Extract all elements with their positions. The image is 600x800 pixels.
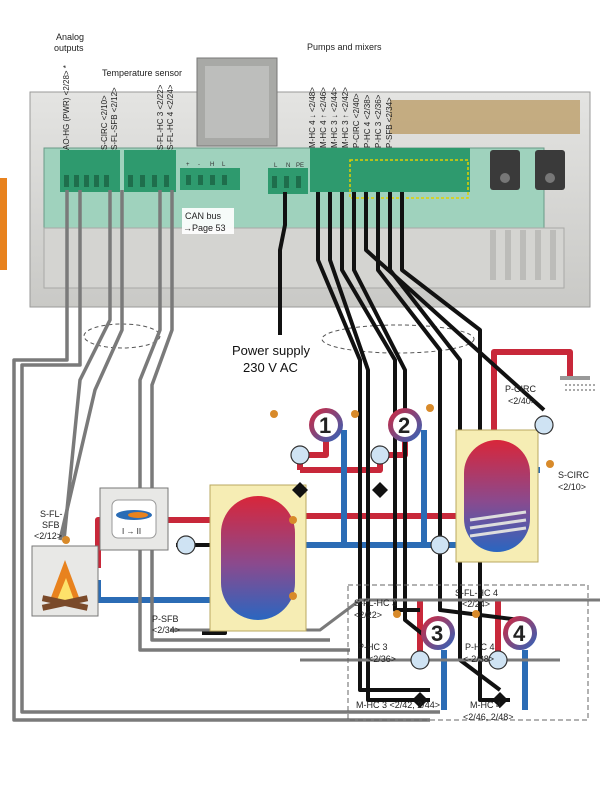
pump-terminal-label-3: M-HC 3 ↓ <2/44> <box>330 87 339 148</box>
p-hc3-terminal: <2/36> <box>368 654 396 664</box>
sensor-terminal-label-2: S-FL-SFB <2/12> <box>110 87 119 150</box>
can-terminal-h: H <box>210 162 214 168</box>
svg-text:1: 1 <box>319 413 331 438</box>
pump-circ-icon <box>534 415 554 435</box>
sensor-terminal-label-1: S-CIRC <2/10> <box>100 95 109 150</box>
p-sfb-label: P-SFB <box>152 614 179 624</box>
can-bus-label-box <box>182 208 234 234</box>
sensor-dots <box>62 404 554 618</box>
m-hc4-terminal: <2/46, 2/48> <box>463 712 514 722</box>
sensor-cable-bundle-marker <box>83 323 161 349</box>
power-terminal-l: L <box>274 163 278 169</box>
can-terminal-l: L <box>222 162 226 168</box>
connector-plug-2 <box>535 150 565 190</box>
can-bus-page-ref: →Page 53 <box>183 223 226 233</box>
dhw-storage-tank <box>455 429 539 563</box>
pump-circuit-2-icon <box>370 445 390 465</box>
pe-terminal-frame <box>349 159 469 199</box>
can-terminal-plus: + <box>186 162 190 168</box>
pumps-and-mixers-label: Pumps and mixers <box>307 42 382 52</box>
connector-plug-1 <box>490 150 520 190</box>
s-fl-sfb-label-2: SFB <box>42 520 60 530</box>
sensor-terminal-label-4: S-FL-HC 4 <2/24> <box>166 84 175 150</box>
p-hc4-label: P-HC 4 <box>465 642 495 652</box>
p-circ-terminal: <2/40> <box>508 396 536 406</box>
heating-circuit-3: 3 <box>421 616 455 650</box>
shower-head-icon <box>560 376 595 391</box>
m-hc3-label: M-HC 3 <2/42, 2/44> <box>356 700 440 710</box>
analog-outputs-label-2: outputs <box>54 43 84 53</box>
mixer-valves <box>292 482 508 708</box>
s-fl-hc3-terminal: <2/22> <box>354 610 382 620</box>
pump-terminal-label-2: M-HC 4 ↑ <2/46> <box>319 87 328 148</box>
sensor-cables-gray <box>12 190 440 722</box>
display-module-face <box>205 66 269 138</box>
p-sfb-terminal: <2/34> <box>152 625 180 635</box>
pump-hc4-icon <box>488 650 508 670</box>
p-hc4-terminal: <-2/38> <box>463 654 494 664</box>
heating-circuit-4: 4 <box>503 616 537 650</box>
s-circ-terminal: <2/10> <box>558 482 586 492</box>
s-fl-hc4-label: S-FL-HC 4 <box>455 588 498 598</box>
terminal-block-pumps <box>310 148 470 192</box>
svg-text:4: 4 <box>513 621 526 646</box>
controller-lower-panel <box>43 227 565 289</box>
power-terminal-n: N <box>286 163 290 169</box>
power-supply-voltage: 230 V AC <box>243 360 298 375</box>
analog-output-terminal-label: AO-HG (PWR) <2/28> * <box>62 65 71 150</box>
heating-circuit-2: 2 <box>388 408 422 442</box>
solid-fuel-boiler <box>31 545 99 617</box>
pump-terminal-label-1: M-HC 4 ↓ <2/48> <box>308 87 317 148</box>
pump-circuit-1-icon <box>290 445 310 465</box>
buffer-storage-tank <box>209 484 307 632</box>
page-edge-marker <box>0 178 7 270</box>
terminal-block-analog <box>60 150 120 192</box>
oil-gas-burner <box>99 487 169 551</box>
heating-circuit-1: 1 <box>309 408 343 442</box>
controller-unit <box>29 57 591 308</box>
temperature-sensor-label: Temperature sensor <box>102 68 182 78</box>
s-fl-sfb-label: S-FL- <box>40 509 63 519</box>
m-hc4-label: M-HC 4 <box>470 700 501 710</box>
svg-text:2: 2 <box>398 413 410 438</box>
pump-terminal-label-8: P-SFB <2/34> <box>385 97 394 148</box>
burner-stage-label: I → II <box>122 527 141 536</box>
analog-outputs-label: Analog <box>56 32 84 42</box>
pump-hc3-icon <box>410 650 430 670</box>
pump-terminal-label-7: P-HC 3 <2/36> <box>374 94 383 148</box>
s-fl-sfb-terminal: <2/12> <box>34 531 62 541</box>
can-bus-label: CAN bus <box>185 211 222 221</box>
s-fl-hc4-terminal: <2/24> <box>462 599 490 609</box>
s-circ-label: S-CIRC <box>558 470 589 480</box>
sensor-terminal-label-3: S-FL-HC 3 <2/22> <box>156 84 165 150</box>
controller-top-strip <box>390 100 580 134</box>
s-fl-hc3-label: S-FL-HC 3 <box>354 598 397 608</box>
pump-cables-black <box>278 192 546 702</box>
power-supply-label: Power supply <box>232 343 311 358</box>
can-terminal-minus: - <box>198 162 200 168</box>
p-hc3-label: P-HC 3 <box>358 642 388 652</box>
mixed-circuits-module-frame <box>347 584 589 721</box>
pump-buffer-icon <box>430 535 450 555</box>
pump-sfb-icon <box>176 535 196 555</box>
svg-text:3: 3 <box>431 621 443 646</box>
power-terminal-pe: PE <box>296 163 304 169</box>
pump-terminal-label-5: P-CIRC <2/40> <box>352 93 361 148</box>
pump-terminal-label-4: M-HC 3 ↑ <2/42> <box>341 87 350 148</box>
p-circ-label: P-CIRC <box>505 384 536 394</box>
pump-terminal-label-6: P-HC 4 <2/38> <box>363 94 372 148</box>
